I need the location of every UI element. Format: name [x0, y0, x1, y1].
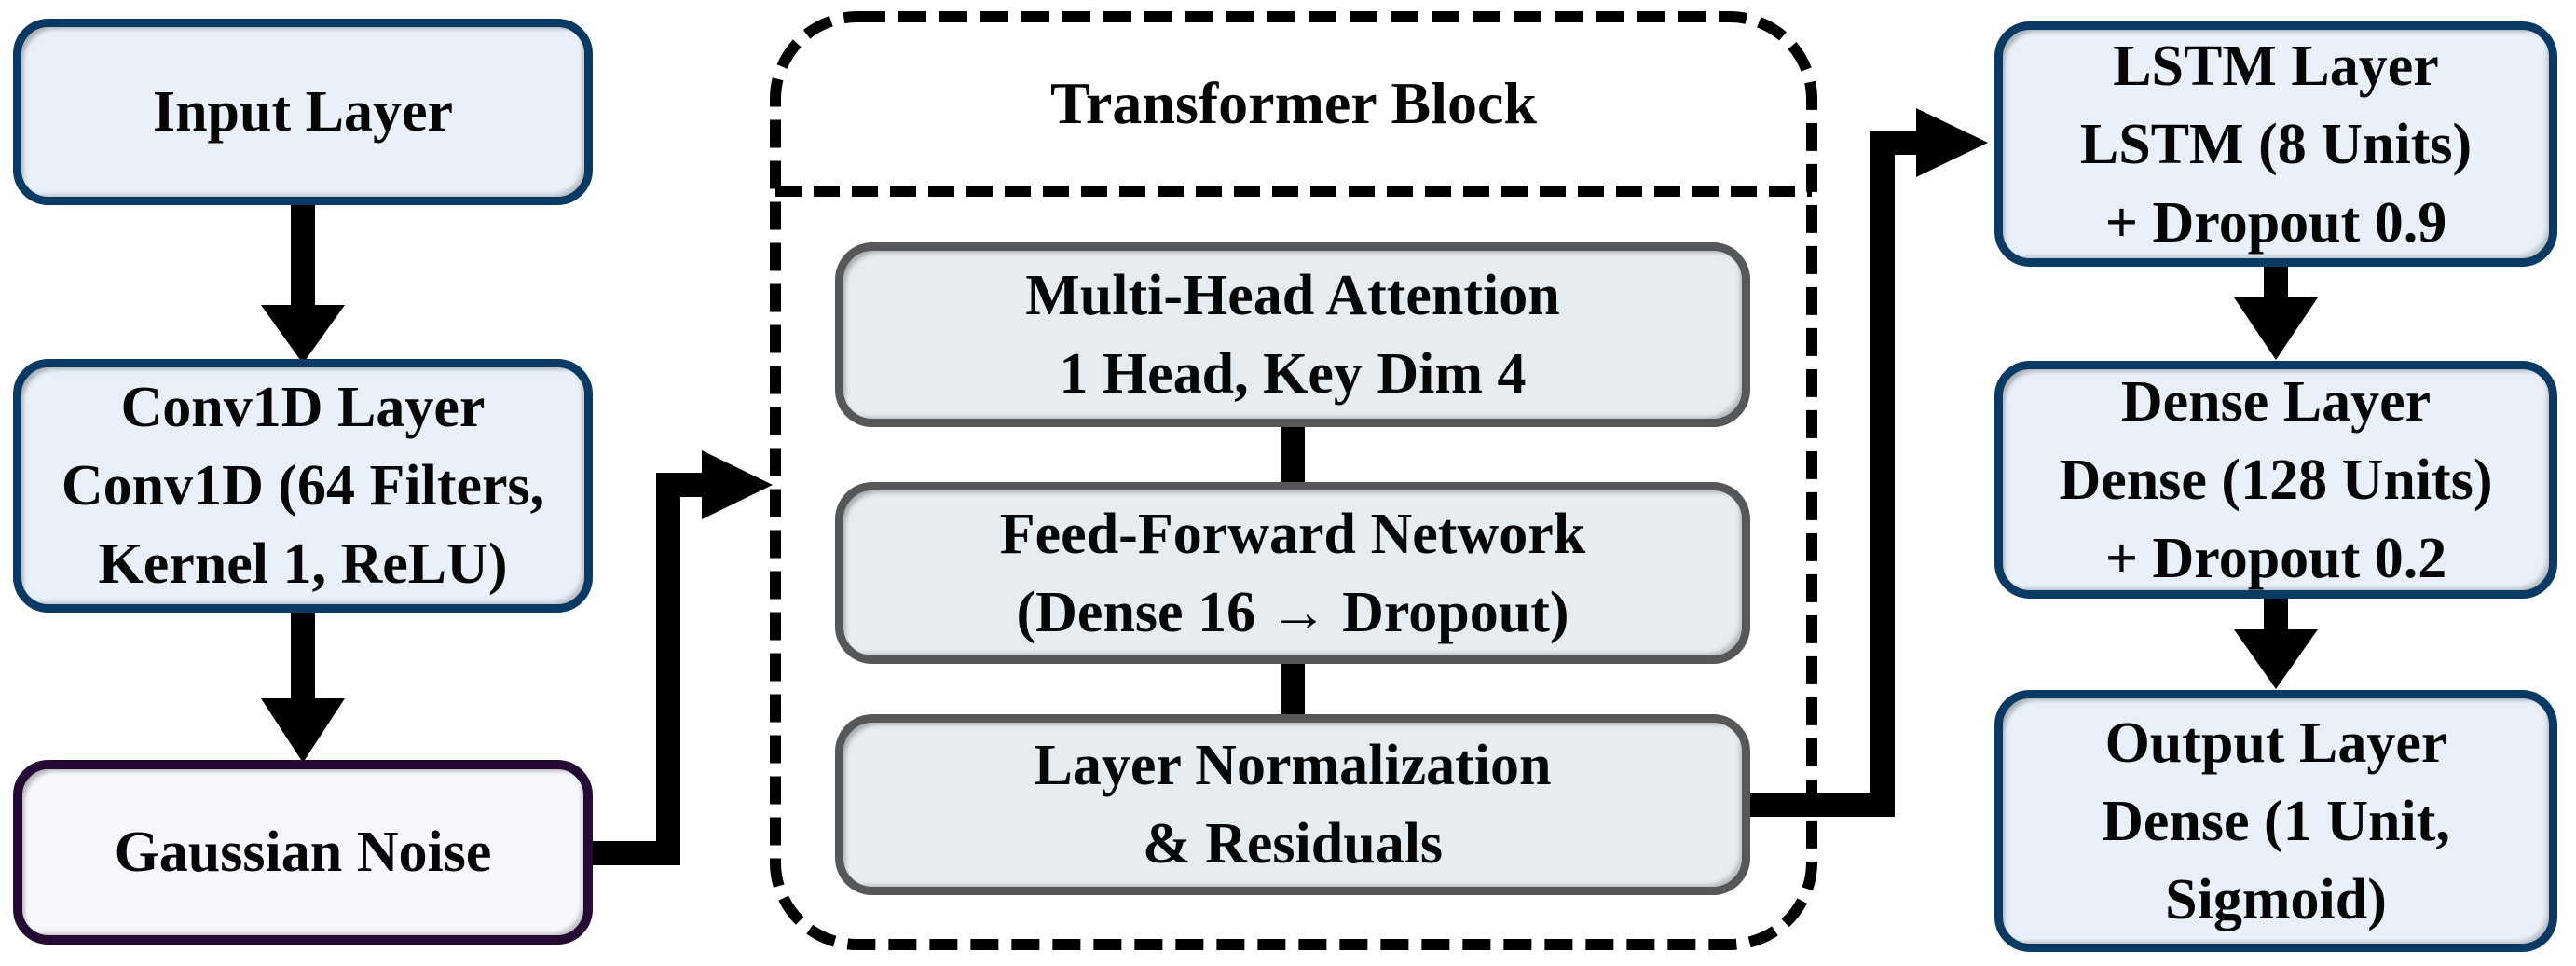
node-label: & Residuals: [1142, 812, 1444, 876]
node-label: Output Layer: [2104, 711, 2447, 775]
node-label: Input Layer: [152, 80, 454, 144]
node-label: Kernel 1, ReLU): [98, 532, 508, 596]
node-label: Feed-Forward Network: [999, 502, 1586, 566]
node-label: Gaussian Noise: [114, 821, 492, 884]
node-label: (Dense 16 → Dropout): [1016, 580, 1569, 644]
node-label: + Dropout 0.9: [2104, 190, 2447, 255]
node-input-layer: Input Layer: [13, 19, 593, 205]
node-label: 1 Head, Key Dim 4: [1059, 342, 1527, 406]
node-gaussian-noise: Gaussian Noise: [13, 760, 593, 945]
node-feed-forward-network: Feed-Forward Network (Dense 16 → Dropout…: [835, 482, 1750, 664]
node-label: LSTM Layer: [2113, 34, 2439, 98]
node-output-layer: Output Layer Dense (1 Unit, Sigmoid): [1994, 690, 2557, 952]
node-multi-head-attention: Multi-Head Attention 1 Head, Key Dim 4: [835, 242, 1750, 427]
node-label: Layer Normalization: [1034, 734, 1552, 797]
node-layer-normalization: Layer Normalization & Residuals: [835, 714, 1750, 895]
arrowhead-input-to-conv1d: [261, 305, 345, 364]
node-label: LSTM (8 Units): [2079, 112, 2473, 176]
arrow-gaussian-to-transformer: [587, 473, 704, 865]
node-label: Sigmoid): [2165, 867, 2387, 932]
arrowhead-conv1d-to-gaussian: [261, 698, 345, 763]
arrowhead-gaussian-to-transformer: [702, 450, 773, 519]
node-label: Dense Layer: [2120, 369, 2432, 434]
arrowhead-lstm-to-dense: [2234, 297, 2318, 360]
node-dense-layer: Dense Layer Dense (128 Units) + Dropout …: [1994, 361, 2557, 599]
node-label: Conv1D (64 Filters,: [61, 454, 545, 518]
arrow-layernorm-to-lstm: [1745, 131, 1918, 817]
arrowhead-dense-to-output: [2234, 629, 2318, 689]
node-label: Conv1D Layer: [120, 376, 486, 439]
node-label: Multi-Head Attention: [1025, 264, 1560, 327]
transformer-block-dashed-border: [770, 11, 1817, 950]
node-label: Dense (128 Units): [2059, 448, 2493, 512]
node-conv1d-layer: Conv1D Layer Conv1D (64 Filters, Kernel …: [13, 359, 593, 613]
node-label: Dense (1 Unit,: [2102, 789, 2450, 853]
node-label: + Dropout 0.2: [2104, 526, 2447, 590]
node-lstm-layer: LSTM Layer LSTM (8 Units) + Dropout 0.9: [1994, 21, 2557, 267]
arrowhead-layernorm-to-lstm: [1916, 108, 1988, 177]
transformer-block-title: Transformer Block: [1050, 69, 1537, 136]
